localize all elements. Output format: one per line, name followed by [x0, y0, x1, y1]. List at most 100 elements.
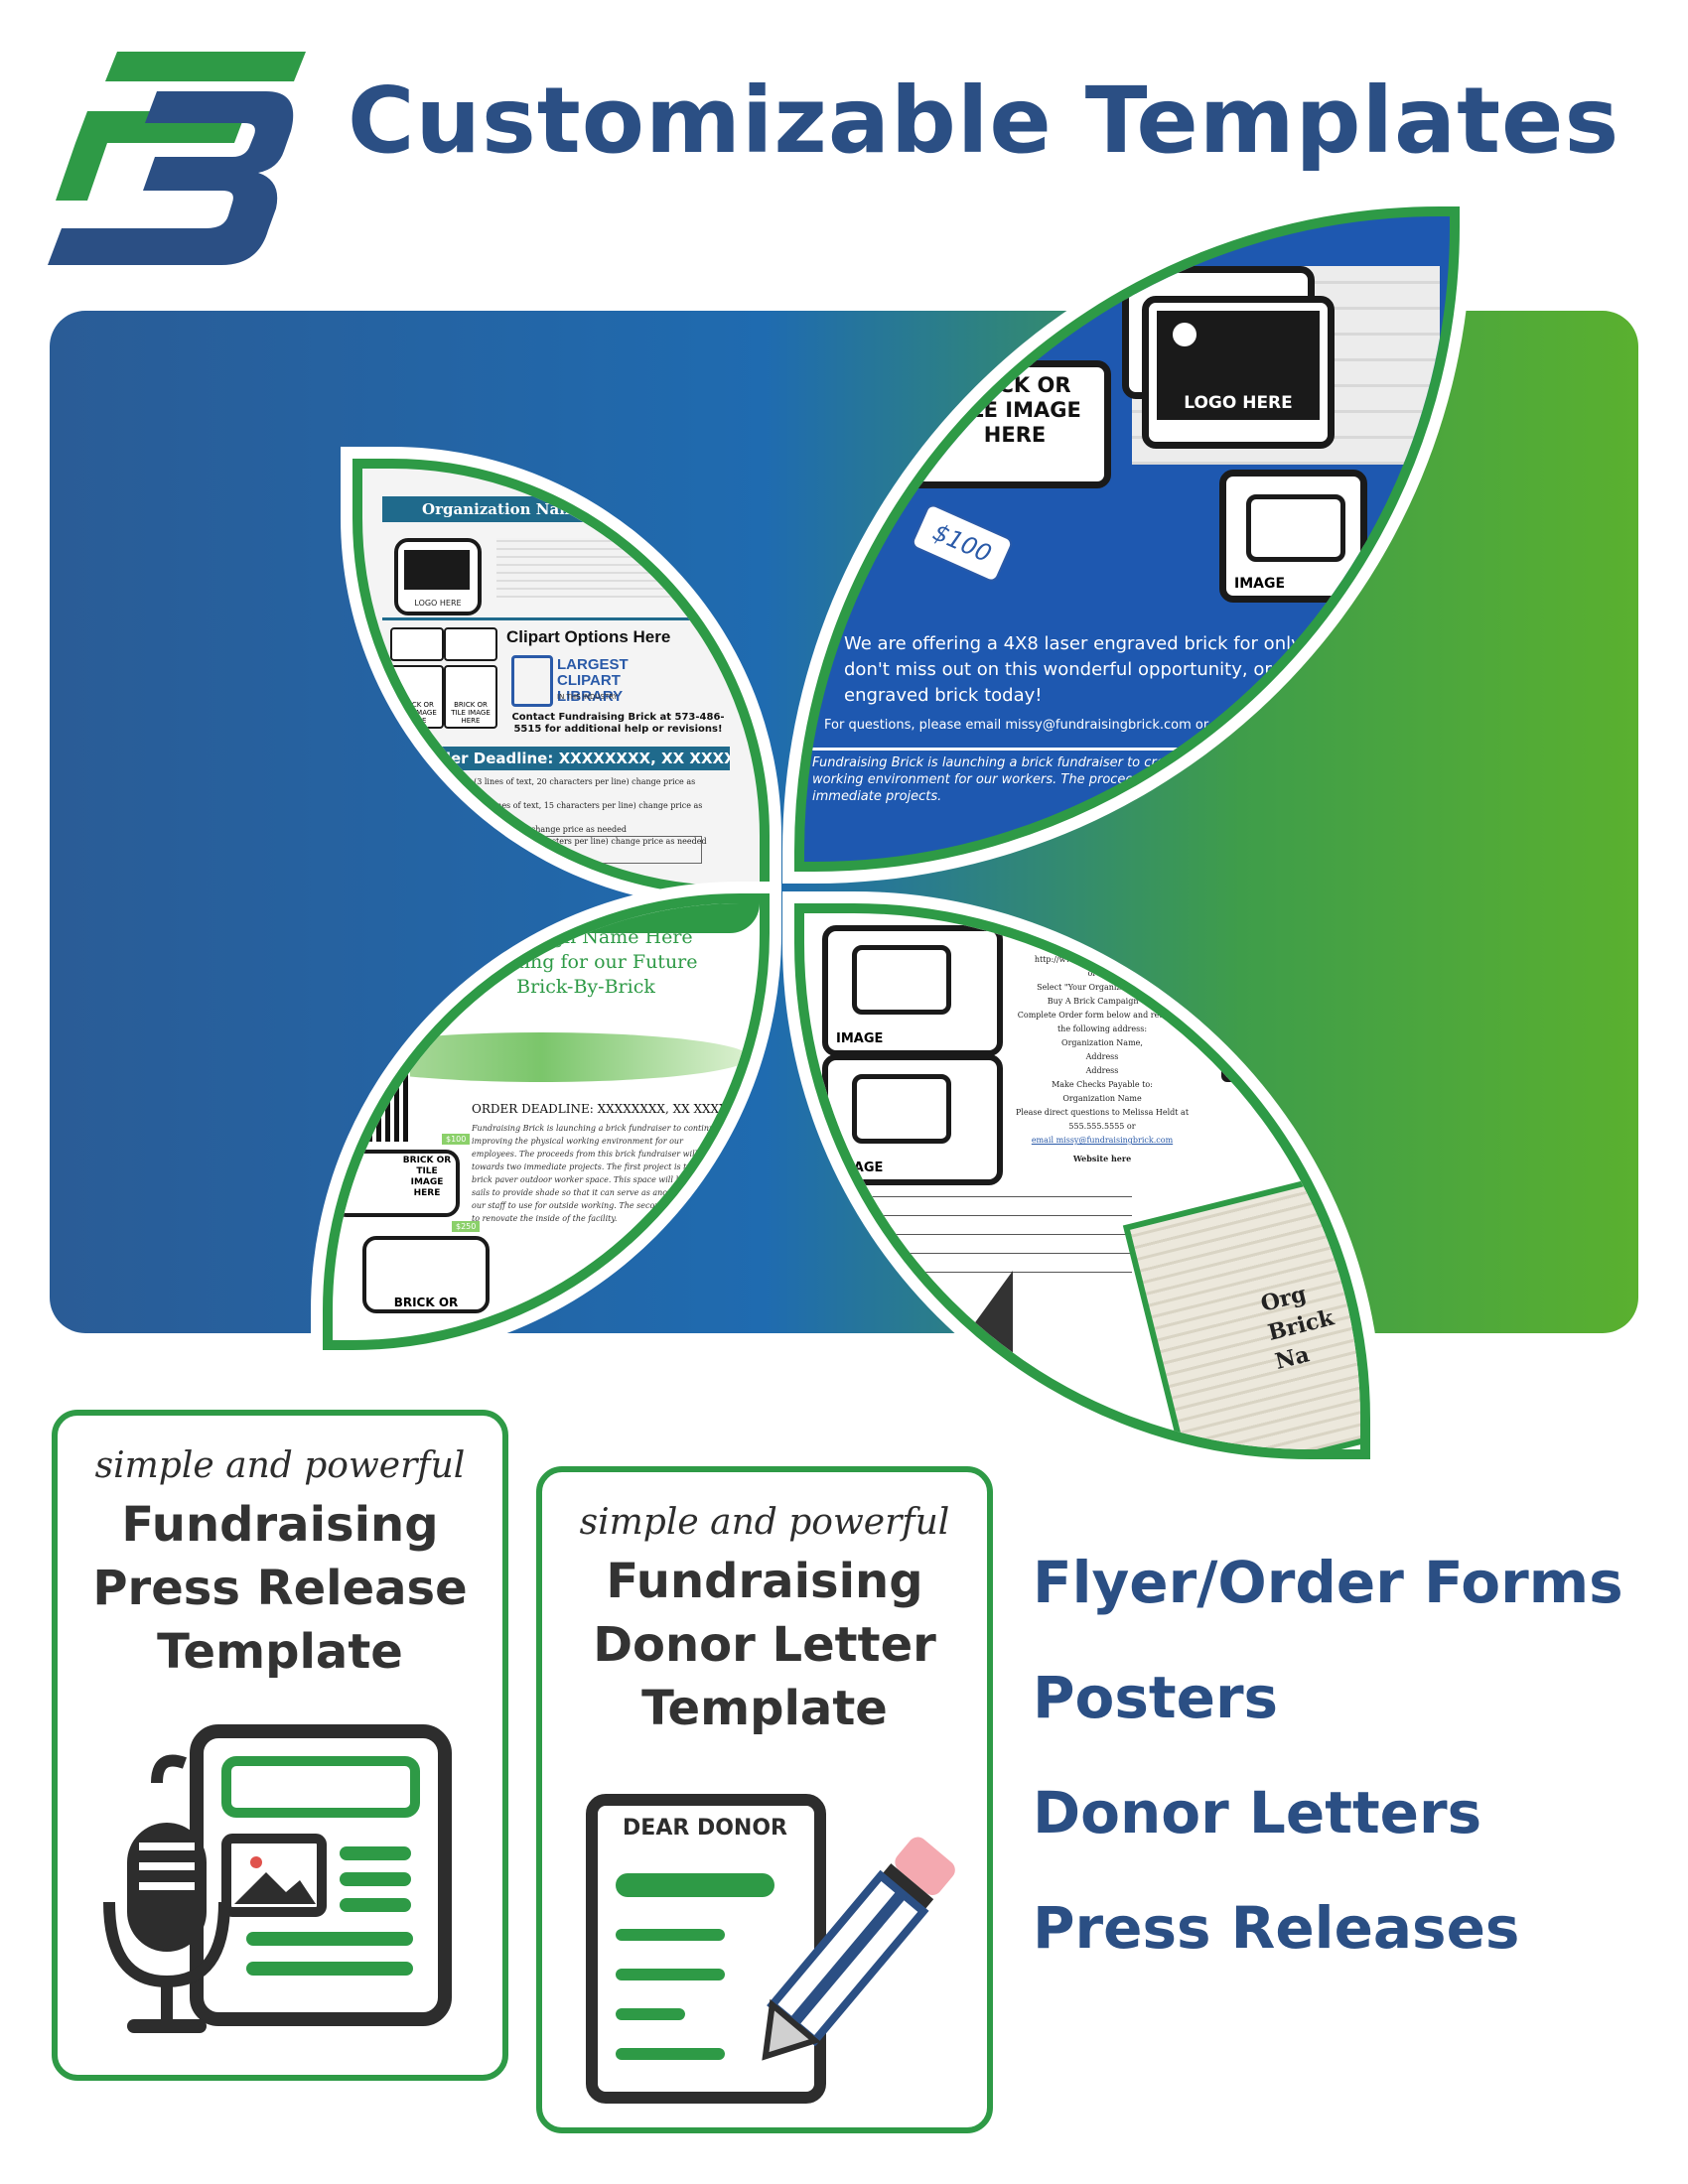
instruction-line: ORDER NOW AT — [1067, 941, 1137, 950]
brick-image-placeholder: BRICK OR — [362, 1236, 490, 1313]
image-placeholder: IMAGE — [1219, 470, 1367, 603]
camera-icon — [1246, 494, 1345, 562]
price-line: Tile No Clipart $200 (6 lines of text) c… — [382, 825, 627, 834]
card-script-tagline: simple and powerful — [94, 1445, 466, 1486]
deadline-text: DEADLINE XXX XX, XXXX — [874, 298, 1015, 353]
website-line: Website here — [1072, 1154, 1132, 1163]
donor-letter-card[interactable]: simple and powerful Fundraising Donor Le… — [536, 1466, 993, 2133]
email-label: Email: — [557, 854, 579, 862]
price-line: Brick With Clipart $125 (3 lines of text… — [382, 801, 703, 822]
order-form-grid — [402, 836, 702, 864]
image-icon: LOGO HERE — [1157, 311, 1320, 420]
form-row — [804, 1235, 1132, 1254]
form-name-label: Name: — [804, 1197, 1132, 1216]
flyer-preview-leaf-bottom-left: Campaign Name Here Building for our Futu… — [323, 893, 770, 1350]
price-line: Tile Clipart $225 (4 lines of text, 20 c… — [382, 837, 707, 846]
card-title-line: Fundraising — [121, 1497, 439, 1553]
instruction-line: the following address: — [1056, 1024, 1148, 1033]
card-title-line: Template — [641, 1681, 888, 1736]
image-frame-edge — [1221, 1013, 1245, 1082]
clipart-heading: Clipart Options Here — [506, 627, 671, 646]
instruction-line: Address — [1085, 1066, 1119, 1075]
camera-icon — [852, 1074, 951, 1144]
brick-label: BRICK OR TILE IMAGE HERE — [402, 1156, 452, 1198]
order-deadline-bar: Brick Order Deadline: XXXXXXXX, XX XXXX — [372, 747, 730, 770]
clipart-library: LARGEST CLIPART LIBRARY — [557, 656, 629, 705]
price-list: Brick No Clipart $100 (3 lines of text, … — [382, 776, 720, 848]
card-title-line: Donor Letter — [593, 1617, 936, 1673]
card-title: Fundraising Press Release Template — [58, 1493, 502, 1684]
form-address-label: Address: — [804, 1216, 1132, 1235]
deadline-date: XXX XX, XXXX — [874, 328, 1016, 351]
press-release-card[interactable]: simple and powerful Fundraising Press Re… — [52, 1410, 508, 2081]
brick-image-placeholder: BRICK OR TILE IMAGE HERE — [444, 665, 497, 729]
divider — [382, 617, 740, 620]
press-release-icon — [97, 1713, 475, 2051]
card-title-line: Template — [157, 1624, 403, 1680]
logo-label: LOGO HERE — [414, 599, 462, 608]
offer-text: We are offering a 4X8 laser engraved bri… — [844, 633, 1385, 706]
brick-label: BRICK OR TILE IMAGE HERE — [948, 373, 1081, 447]
deadline-line: DEADLINE — [874, 300, 975, 324]
launch-text: Fundraising Brick is launching a brick f… — [812, 755, 1252, 804]
letter-heading: DEAR DONOR — [623, 1816, 787, 1841]
contact-text: Contact Fundraising Brick at 573-486-551… — [511, 712, 725, 735]
instruction-line: http://www.fundraisingbrick.com/ — [1034, 955, 1171, 964]
campaign-heading: Campaign Name Here Building for our Futu… — [432, 925, 740, 1000]
price-tag: $100 — [910, 501, 1015, 585]
image-placeholder: IMAGE — [822, 925, 1003, 1056]
flyer-preview-leaf-top-left: Organization Name Here LOGO HERE Clipart… — [352, 459, 770, 895]
poster-text: Org Brick Na — [1258, 1274, 1344, 1377]
instruction-line: Please direct questions to Melissa Heldt… — [1015, 1108, 1190, 1117]
clipart-document-icon — [511, 655, 553, 707]
donor-letter-icon: DEAR DONOR — [582, 1790, 969, 2108]
poster-preview: Org Brick Na — [1122, 1164, 1360, 1449]
sun-shape — [1173, 323, 1196, 346]
instruction-line: Select "Your Organization Name — [1037, 983, 1168, 992]
order-instructions: CUSTOMIZE ORDER NOW AT http://www.fundra… — [1003, 925, 1201, 1165]
clipart-sub: IN THE INDUSTRY — [557, 693, 618, 701]
campaign-tagline: Building for our Future — [474, 951, 698, 973]
green-swoosh-top — [511, 903, 760, 933]
logo-placeholder: LOGO HERE — [394, 538, 482, 615]
price-line: Brick No Clipart $100 (3 lines of text, … — [382, 777, 696, 798]
questions-text: For questions, please email missy@fundra… — [824, 718, 1235, 733]
feature-item-flyer: Flyer/Order Forms — [1033, 1549, 1623, 1616]
feature-item-posters: Posters — [1033, 1664, 1279, 1731]
instruction-line: orders/ — [1087, 969, 1117, 978]
body-text: Fundraising Brick is launching a brick f… — [472, 1124, 726, 1223]
org-header: Organization Name Here — [382, 496, 750, 522]
price-badge: $100 — [442, 1134, 471, 1145]
image-label: IMAGE — [1234, 576, 1286, 592]
card-title-line: Fundraising — [606, 1554, 923, 1609]
brick-image-placeholder — [444, 627, 497, 661]
brick-image-placeholder: BRICK OR TILE IMAGE HERE — [390, 665, 444, 729]
order-deadline: ORDER DEADLINE: XXXXXXXX, XX XXXX — [472, 1102, 728, 1116]
instruction-line: email missy@fundraisingbrick.com — [1031, 1136, 1174, 1145]
page-title: Customizable Templates — [348, 68, 1620, 174]
brick-label: BRICK OR — [393, 1296, 459, 1309]
brick-image-placeholder: BRICK OR TILE IMAGE HERE — [824, 360, 1111, 488]
instruction-line: Complete Order form below and return to — [1017, 1011, 1188, 1020]
image-label: IMAGE — [836, 1031, 884, 1046]
card-script-tagline: simple and powerful — [579, 1502, 950, 1543]
image-icon — [404, 550, 470, 590]
camera-icon — [845, 385, 934, 457]
card-title-line: Press Release — [92, 1561, 468, 1616]
card-title: Fundraising Donor Letter Template — [542, 1550, 987, 1740]
instruction-line: CUSTOMIZE — [1075, 927, 1129, 936]
order-form: Name: Address: — [804, 1196, 1132, 1273]
logo-placeholder: LOGO HERE — [1142, 296, 1335, 449]
instructions-text-block — [496, 538, 695, 598]
brick-label: BRICK OR TILE IMAGE HERE — [397, 701, 437, 725]
feature-item-press-releases: Press Releases — [1033, 1894, 1520, 1962]
divider — [804, 748, 1450, 751]
brick-image-placeholder: BRICK OR TILE IMAGE HERE — [333, 1150, 460, 1217]
image-placeholder — [382, 931, 470, 1009]
logo-label: LOGO HERE — [1184, 393, 1293, 413]
dark-triangle — [933, 1271, 1013, 1380]
campaign-name: Campaign Name Here — [479, 926, 693, 948]
brick-label: BRICK OR TILE IMAGE HERE — [451, 701, 491, 725]
instruction-line: Address — [1085, 1052, 1119, 1061]
brick-image-placeholder — [390, 627, 444, 661]
